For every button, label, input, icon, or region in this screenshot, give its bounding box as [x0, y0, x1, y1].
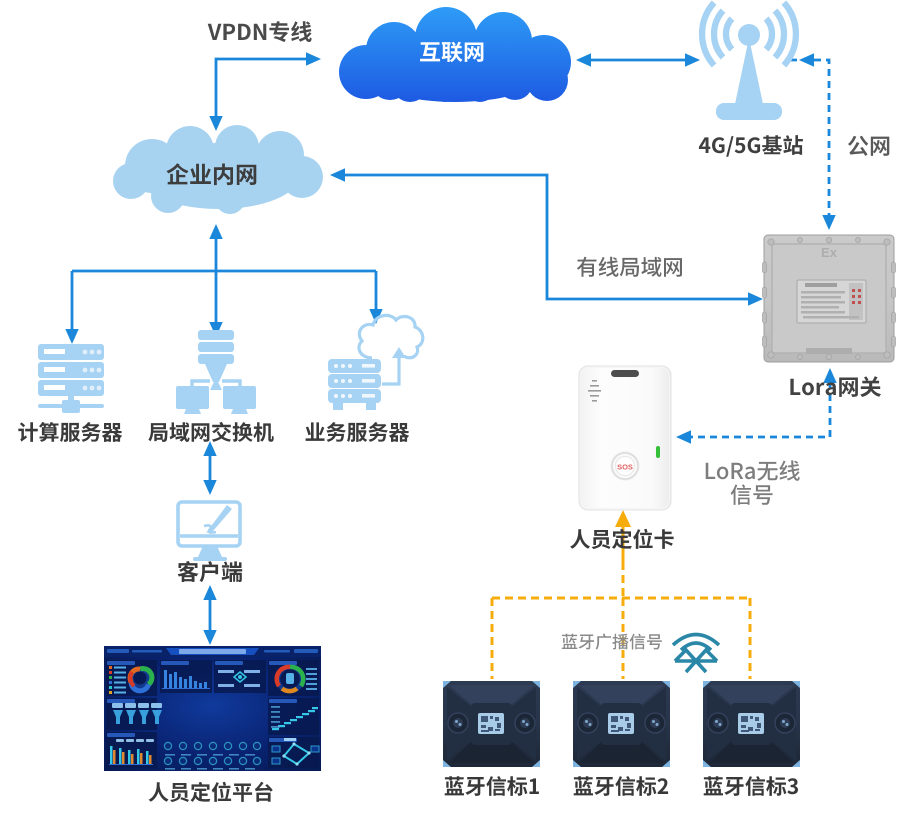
svg-text:Ex: Ex — [821, 245, 838, 260]
svg-text:SOS: SOS — [617, 463, 633, 472]
